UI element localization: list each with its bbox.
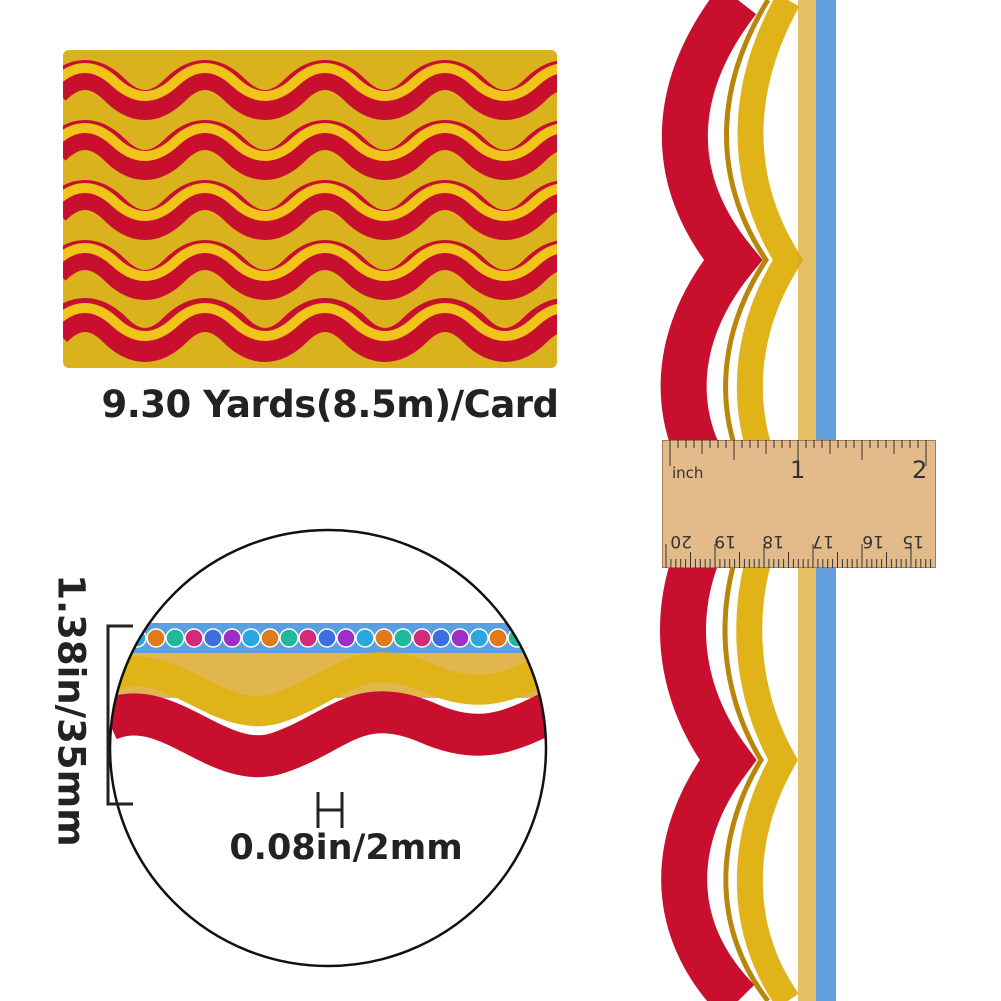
- ruler-body: [662, 440, 936, 568]
- trim-wave-row: [63, 120, 557, 180]
- circle-outline: [108, 528, 548, 968]
- ruler-inch-mark: 1: [790, 456, 805, 484]
- sequin: [336, 628, 356, 648]
- sequin: [545, 628, 546, 648]
- sequin: [279, 628, 299, 648]
- trim-wave-row: [63, 60, 557, 120]
- cm-tick-marks: [665, 544, 932, 568]
- ruler-unit-label: inch: [672, 464, 703, 482]
- sequin: [526, 628, 546, 648]
- sequin: [488, 628, 508, 648]
- trim-wave-row: [63, 240, 557, 300]
- ruler-cm-mark: 19: [714, 531, 736, 551]
- height-dimension-label: 1.38in/35mm: [49, 573, 93, 847]
- trim-wave-row: [63, 298, 557, 362]
- sequin: [393, 628, 413, 648]
- sequin: [317, 628, 337, 648]
- sequin: [165, 628, 185, 648]
- ruler-cm-mark: 17: [812, 531, 834, 551]
- height-bracket: [106, 624, 133, 806]
- gap-dimension-label: 0.08in/2mm: [229, 828, 463, 868]
- red-loop-fringe: [110, 691, 546, 778]
- sequin: [203, 628, 223, 648]
- gold-sequin-wave: [110, 652, 546, 727]
- sequin: [298, 628, 318, 648]
- ruler-cm-mark: 16: [862, 531, 884, 551]
- sequin: [431, 628, 451, 648]
- sequin: [146, 628, 166, 648]
- iridescent-sequins: [110, 628, 546, 648]
- sequin: [355, 628, 375, 648]
- card-wound-trim-photo: [63, 50, 557, 368]
- sequin: [374, 628, 394, 648]
- sequin: [241, 628, 261, 648]
- sequin: [222, 628, 242, 648]
- ruler-inch-mark: 2: [912, 456, 927, 484]
- sequin: [260, 628, 280, 648]
- sequin: [184, 628, 204, 648]
- ruler-cm-mark: 20: [670, 531, 692, 551]
- sequin: [412, 628, 432, 648]
- trim-wave-row: [63, 180, 557, 240]
- sequin: [450, 628, 470, 648]
- ruler-cm-mark: 15: [902, 531, 924, 551]
- wooden-ruler: inch 1 2 15 16 17 18 19 20: [662, 440, 936, 568]
- gap-bracket: [316, 792, 344, 828]
- sequin: [469, 628, 489, 648]
- card-length-caption: 9.30 Yards(8.5m)/Card: [101, 383, 559, 426]
- inch-tick-marks: [669, 440, 927, 466]
- ruler-cm-mark: 18: [762, 531, 784, 551]
- magnified-detail-circle: [108, 528, 548, 968]
